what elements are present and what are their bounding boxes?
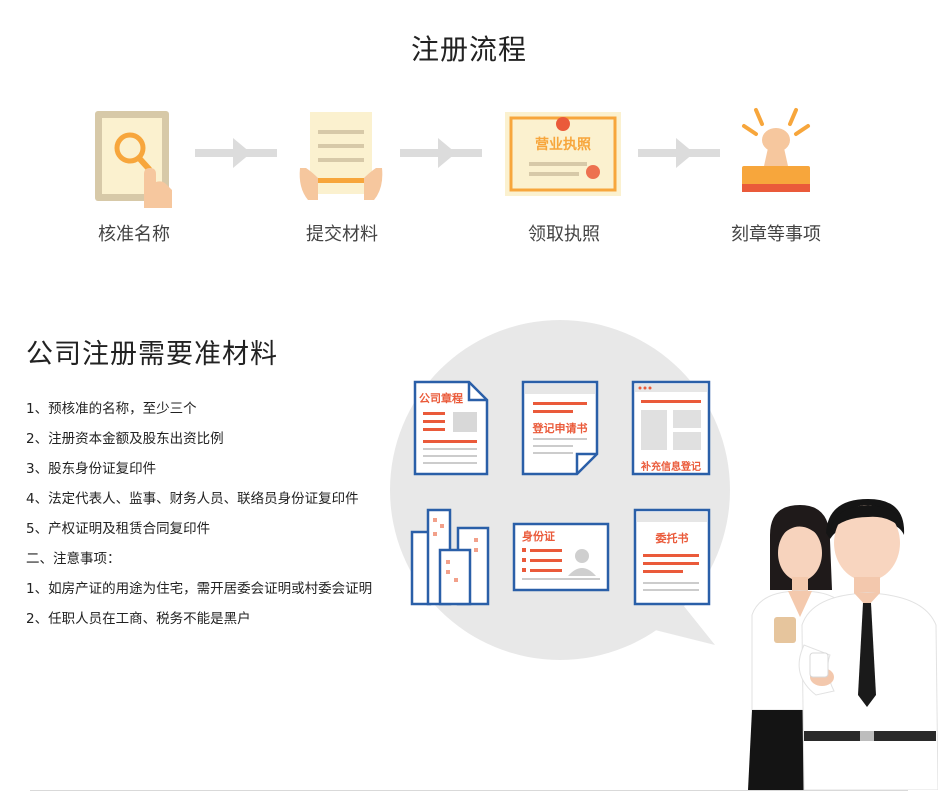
speech-bubble-background bbox=[390, 320, 730, 660]
power-of-attorney-document-icon: 委托书 bbox=[633, 508, 711, 606]
registration-form-document-icon: 登记申请书 bbox=[521, 380, 601, 476]
list-item: 1、预核准的名称，至少三个 bbox=[26, 401, 197, 417]
list-item: 4、法定代表人、监事、财务人员、联络员身份证复印件 bbox=[26, 491, 359, 507]
list-item: 3、股东身份证复印件 bbox=[26, 461, 157, 477]
process-title: 注册流程 bbox=[410, 33, 527, 66]
supplementary-form-document-icon: 补充信息登记 bbox=[631, 380, 711, 476]
step-label-3: 领取执照 bbox=[528, 224, 600, 245]
arrow-right-icon bbox=[195, 138, 277, 168]
list-item: 二、注意事项： bbox=[26, 551, 121, 567]
arrow-right-icon bbox=[638, 138, 720, 168]
id-card-label: 身份证 bbox=[522, 530, 555, 543]
license-text: 营业执照 bbox=[535, 137, 591, 153]
magnifier-hand-icon bbox=[95, 111, 172, 208]
power-of-attorney-label: 委托书 bbox=[655, 532, 689, 545]
arrow-right-icon bbox=[400, 138, 482, 168]
requirements-list: 1、预核准的名称，至少三个 2、注册资本金额及股东出资比例 3、股东身份证复印件… bbox=[26, 396, 372, 636]
company-charter-label: 公司章程 bbox=[419, 392, 463, 405]
step-label-1: 核准名称 bbox=[98, 224, 170, 245]
bottom-divider bbox=[30, 790, 908, 791]
stamp-icon bbox=[742, 108, 810, 192]
step-label-2: 提交材料 bbox=[306, 224, 378, 245]
registration-form-label: 登记申请书 bbox=[532, 422, 588, 435]
list-item: 1、如房产证的用途为住宅，需开居委会证明或村委会证明 bbox=[26, 581, 373, 597]
business-license-icon: 营业执照 bbox=[505, 112, 621, 196]
id-card-document-icon: 身份证 bbox=[512, 522, 610, 592]
step-label-4: 刻章等事项 bbox=[731, 224, 821, 245]
materials-title: 公司注册需要准材料 bbox=[26, 339, 278, 370]
buildings-icon bbox=[410, 508, 490, 606]
document-hands-icon bbox=[299, 112, 383, 200]
supplementary-form-label: 补充信息登记 bbox=[641, 462, 701, 473]
company-charter-document-icon: 公司章程 bbox=[413, 380, 489, 476]
list-item: 2、任职人员在工商、税务不能是黑户 bbox=[26, 611, 251, 627]
list-item: 2、注册资本金额及股东出资比例 bbox=[26, 431, 224, 447]
list-item: 5、产权证明及租赁合同复印件 bbox=[26, 521, 211, 537]
people-illustration bbox=[748, 499, 938, 790]
